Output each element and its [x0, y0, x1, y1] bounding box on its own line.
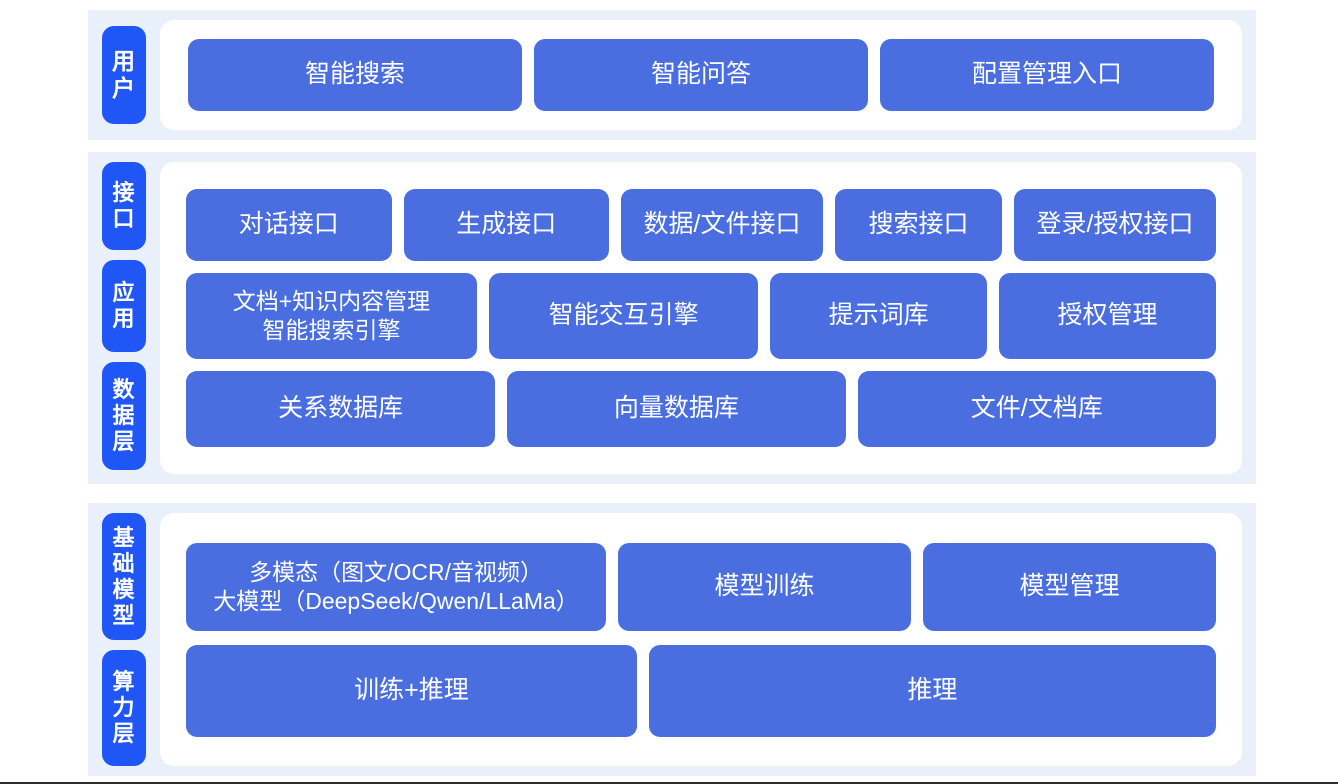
box-multimodal-large-model[interactable]: 多模态（图文/OCR/音视频） 大模型（DeepSeek/Qwen/LLaMa）: [186, 542, 607, 631]
box-smart-qa[interactable]: 智能问答: [534, 39, 868, 111]
box-model-training[interactable]: 模型训练: [618, 542, 911, 631]
box-login-authorization-api[interactable]: 登录/授权接口: [1014, 189, 1216, 261]
bottom-divider: [0, 782, 1338, 784]
layer-tab-application[interactable]: 应用: [102, 260, 146, 352]
box-file-document-store[interactable]: 文件/文档库: [857, 371, 1216, 447]
box-relational-database[interactable]: 关系数据库: [186, 371, 496, 447]
row-base-model: 多模态（图文/OCR/音视频） 大模型（DeepSeek/Qwen/LLaMa）…: [186, 542, 1216, 631]
card-base-layers: 多模态（图文/OCR/音视频） 大模型（DeepSeek/Qwen/LLaMa）…: [160, 513, 1242, 766]
box-model-management[interactable]: 模型管理: [923, 542, 1216, 631]
box-smart-search[interactable]: 智能搜索: [188, 39, 522, 111]
box-prompt-library[interactable]: 提示词库: [770, 273, 988, 359]
layer-tab-compute[interactable]: 算力层: [102, 650, 146, 766]
card-platform-layers: 对话接口 生成接口 数据/文件接口 搜索接口 登录/授权接口 文档+知识内容管理…: [160, 162, 1242, 474]
layer-rail-base: 基础模型 算力层: [88, 503, 160, 776]
section-user-layer: 用户 智能搜索 智能问答 配置管理入口: [88, 10, 1256, 140]
row-user-entries: 智能搜索 智能问答 配置管理入口: [188, 39, 1214, 111]
layer-tab-interface[interactable]: 接口: [102, 162, 146, 250]
box-dialog-api[interactable]: 对话接口: [186, 189, 392, 261]
box-inference[interactable]: 推理: [648, 644, 1216, 737]
row-interface: 对话接口 生成接口 数据/文件接口 搜索接口 登录/授权接口: [186, 189, 1216, 261]
box-search-api[interactable]: 搜索接口: [835, 189, 1002, 261]
box-vector-database[interactable]: 向量数据库: [507, 371, 846, 447]
section-platform-layers: 接口 应用 数据层 对话接口 生成接口 数据/文件接口 搜索接口 登录/授权接口…: [88, 152, 1256, 484]
section-base-layers: 基础模型 算力层 多模态（图文/OCR/音视频） 大模型（DeepSeek/Qw…: [88, 503, 1256, 776]
layer-tab-user[interactable]: 用户: [102, 26, 146, 124]
box-config-management-entry[interactable]: 配置管理入口: [880, 39, 1214, 111]
box-generation-api[interactable]: 生成接口: [403, 189, 609, 261]
box-training-and-inference[interactable]: 训练+推理: [186, 644, 637, 737]
row-compute: 训练+推理 推理: [186, 644, 1216, 737]
layer-tab-base-model[interactable]: 基础模型: [102, 513, 146, 641]
row-application: 文档+知识内容管理 智能搜索引擎 智能交互引擎 提示词库 授权管理: [186, 273, 1216, 359]
box-data-file-api[interactable]: 数据/文件接口: [621, 189, 823, 261]
box-authorization-management[interactable]: 授权管理: [999, 273, 1216, 359]
card-user-layer: 智能搜索 智能问答 配置管理入口: [160, 20, 1242, 130]
layer-rail-user: 用户: [88, 10, 160, 140]
row-data: 关系数据库 向量数据库 文件/文档库: [186, 371, 1216, 447]
box-document-knowledge-management[interactable]: 文档+知识内容管理 智能搜索引擎: [186, 273, 477, 359]
box-smart-interaction-engine[interactable]: 智能交互引擎: [488, 273, 759, 359]
layer-rail-platform: 接口 应用 数据层: [88, 152, 160, 484]
layer-tab-data[interactable]: 数据层: [102, 362, 146, 470]
